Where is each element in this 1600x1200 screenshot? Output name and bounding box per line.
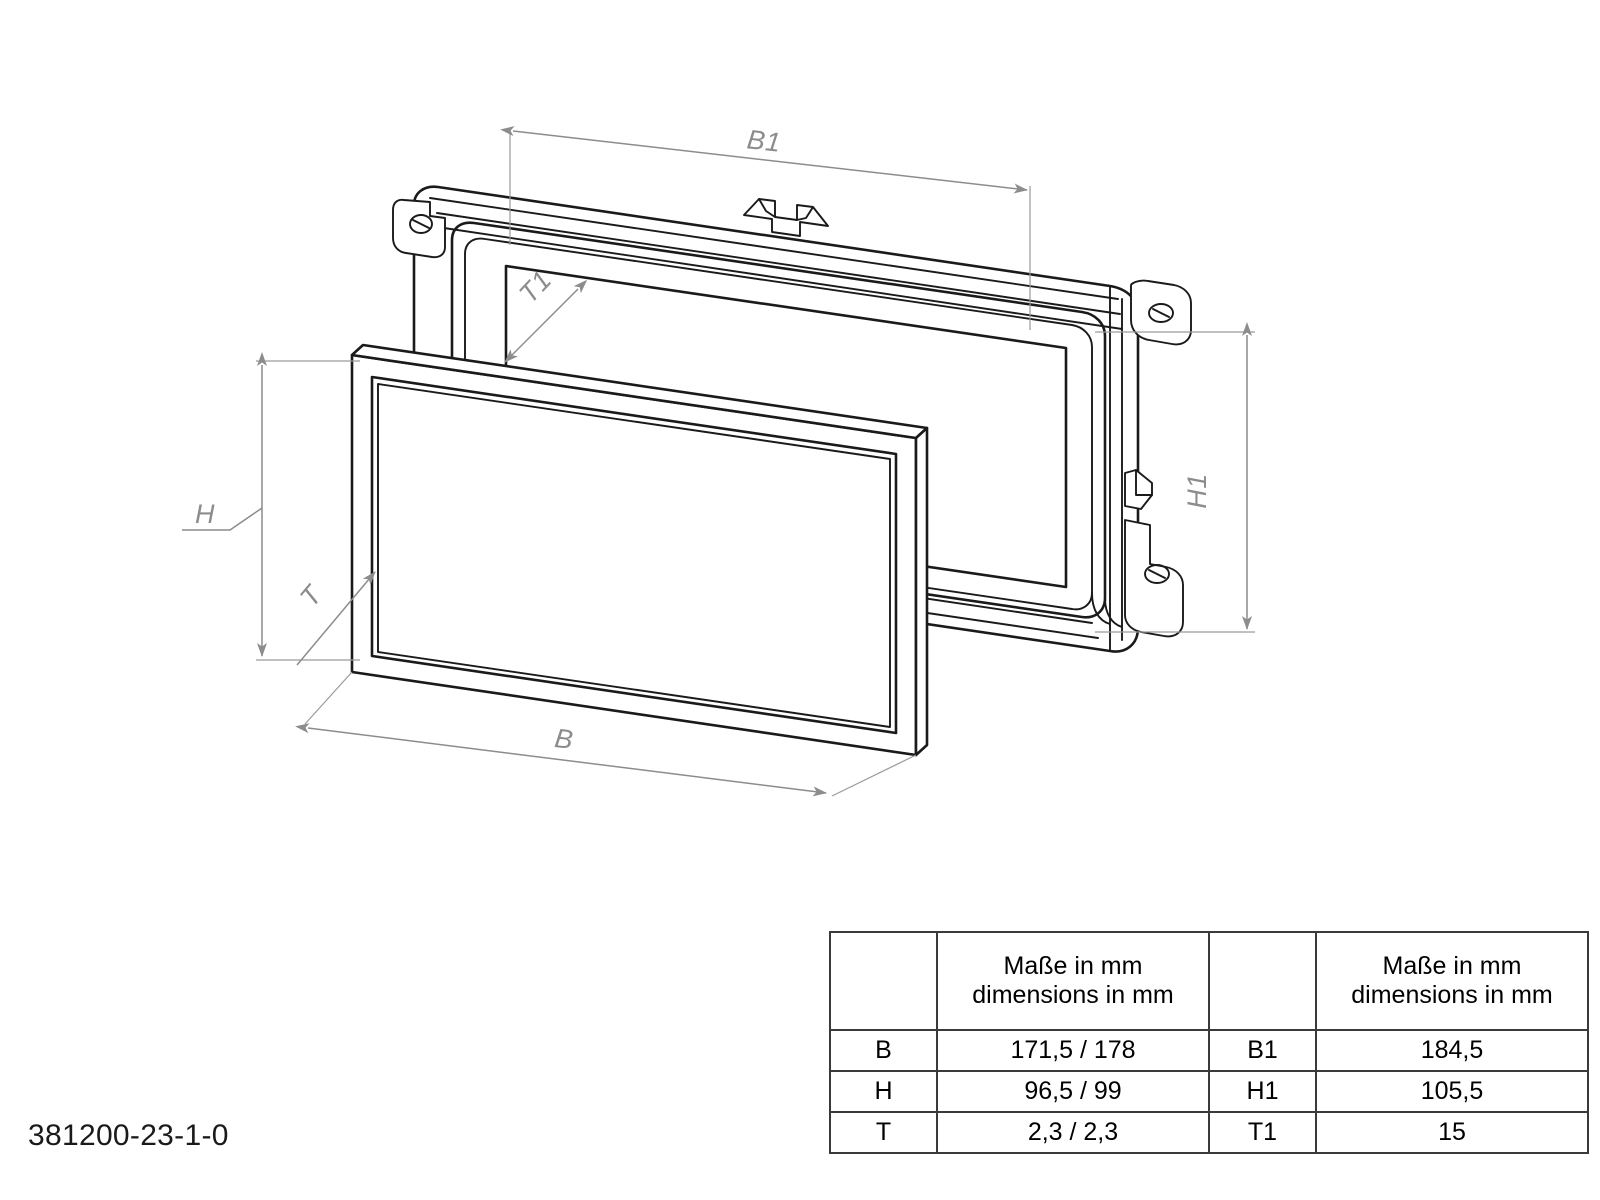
clip-fold-right (796, 206, 814, 221)
dimension-h: H (182, 352, 360, 661)
header-measure-right-de: Maße in mm (1382, 952, 1522, 981)
clip-fold-left (758, 198, 776, 218)
header-measure-left-en: dimensions in mm (972, 981, 1174, 1009)
frame-top-edge-line-3 (443, 227, 1123, 330)
dimension-b1: B1 (500, 124, 1031, 330)
front-bezel-frame (350, 343, 929, 757)
b1-dimension-line (500, 126, 1028, 194)
row-value: 2,3 / 2,3 (936, 1111, 1210, 1154)
b1-label: B1 (745, 124, 782, 158)
body-right-depth-2 (1091, 592, 1111, 625)
row-key2: T1 (1208, 1111, 1317, 1154)
row-key2: B1 (1208, 1029, 1317, 1072)
t1-dimension-line (504, 279, 588, 363)
bezel-opening-inner-edge (377, 383, 891, 728)
screw-slot-bottom-right (1148, 569, 1166, 579)
header-blank-right (1208, 931, 1317, 1031)
header-measure-right: Maße in mm dimensions in mm (1315, 931, 1589, 1031)
header-measure-left: Maße in mm dimensions in mm (936, 931, 1210, 1031)
b-label: B (553, 723, 575, 755)
row-value: 96,5 / 99 (936, 1070, 1210, 1113)
h-label: H (195, 499, 215, 529)
row-value: 171,5 / 178 (936, 1029, 1210, 1072)
h1-label: H1 (1182, 473, 1212, 509)
screw-slot-top-left (412, 219, 430, 229)
b-ext-left (304, 671, 353, 725)
row-key: T (829, 1111, 938, 1154)
h-leader-line (182, 507, 263, 531)
screw-hole-top-right (1148, 303, 1174, 323)
b-dimension-line (295, 723, 827, 797)
screw-hole-bottom-right (1144, 564, 1170, 584)
screw-hole-top-left (409, 214, 433, 234)
t-dimension-line (296, 571, 376, 666)
table-row: T 2,3 / 2,3 T1 15 (829, 1111, 1589, 1154)
header-measure-right-en: dimensions in mm (1351, 981, 1553, 1009)
header-measure-left-de: Maße in mm (1003, 952, 1143, 981)
table-row: B 171,5 / 178 B1 184,5 (829, 1029, 1589, 1072)
row-value2: 184,5 (1315, 1029, 1589, 1072)
bezel-right-thickness (914, 426, 929, 757)
row-key2: H1 (1208, 1070, 1317, 1113)
part-number: 381200-23-1-0 (28, 1119, 229, 1152)
b-ext-right (831, 754, 917, 797)
dimension-h1: H1 (1095, 322, 1255, 633)
side-tab-right-mid (1124, 469, 1153, 510)
top-center-clip (743, 198, 829, 237)
t-label: T (294, 579, 329, 613)
dimensions-table: Maße in mm dimensions in mm Maße in mm d… (829, 931, 1589, 1154)
frame-top-edge-line-1 (429, 197, 1119, 300)
bezel-opening (370, 375, 898, 735)
mount-ear-bottom-right (1124, 519, 1184, 638)
row-value2: 15 (1315, 1111, 1589, 1154)
frame-top-edge-line-2 (436, 212, 1121, 315)
dimension-b: B (295, 671, 917, 797)
side-tab-fold (1135, 469, 1153, 496)
row-key: H (829, 1070, 938, 1113)
table-header-row: Maße in mm dimensions in mm Maße in mm d… (829, 931, 1589, 1031)
row-key: B (829, 1029, 938, 1072)
row-value2: 105,5 (1315, 1070, 1589, 1113)
header-blank-left (829, 931, 938, 1031)
mount-ear-top-left (392, 198, 446, 259)
table-row: H 96,5 / 99 H1 105,5 (829, 1070, 1589, 1113)
screw-slot-top-right (1152, 308, 1170, 318)
